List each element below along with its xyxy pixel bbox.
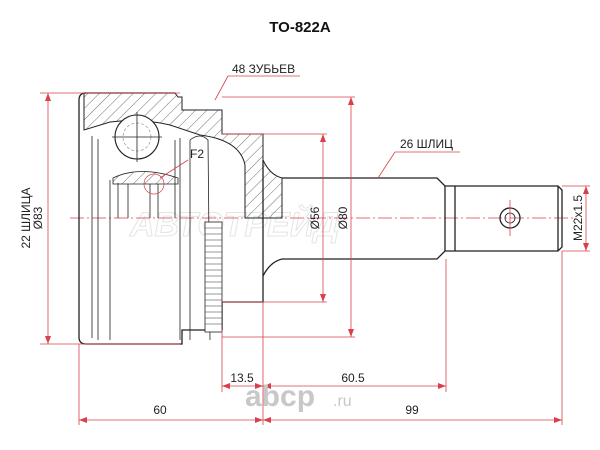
dim-d83: [40, 92, 180, 345]
dim-99-label: 99: [405, 403, 419, 417]
abcp-logo: abcp .ru: [245, 380, 352, 413]
splines-leader: [377, 151, 396, 179]
dim-99: [263, 417, 562, 423]
teeth-label: 48 ЗУБЬЕВ: [232, 62, 295, 76]
svg-text:abcp: abcp: [245, 380, 315, 413]
dim-d80: [222, 96, 355, 338]
dim-60: [79, 417, 263, 423]
dim-60-label: 60: [153, 403, 167, 417]
inner-splines-label: 22 ШЛИЦА: [19, 187, 33, 248]
d56-label: Ø56: [308, 206, 322, 229]
d83-label: Ø83: [31, 206, 45, 229]
watermark: АВТОТРЕЙД: [129, 205, 339, 244]
dim-60-5: [263, 383, 446, 389]
dim-thread: [562, 185, 590, 252]
abs-ring: [204, 221, 223, 333]
cage-lines: [189, 135, 211, 341]
housing-section: [83, 92, 283, 219]
d80-label: Ø80: [336, 206, 350, 229]
thread-label: M22x1.5: [571, 195, 585, 241]
dim-d56: [222, 133, 327, 303]
threaded-end: [445, 185, 563, 252]
dim-13-5: [222, 383, 263, 389]
inner-race-section: [112, 171, 179, 185]
teeth-leader: [214, 75, 229, 101]
shaft: [282, 177, 446, 260]
dim-13-5-label: 13.5: [230, 371, 254, 385]
splines-label: 26 ШЛИЦ: [400, 137, 453, 151]
f2-leader: [159, 159, 189, 179]
f2-label: F2: [190, 147, 204, 161]
f2-detail-circle: [143, 173, 165, 195]
part-number-title: TO-822A: [269, 19, 331, 36]
dim-60-5-label: 60.5: [341, 371, 365, 385]
extension-lines: [78, 251, 563, 425]
svg-text:.ru: .ru: [333, 393, 352, 410]
